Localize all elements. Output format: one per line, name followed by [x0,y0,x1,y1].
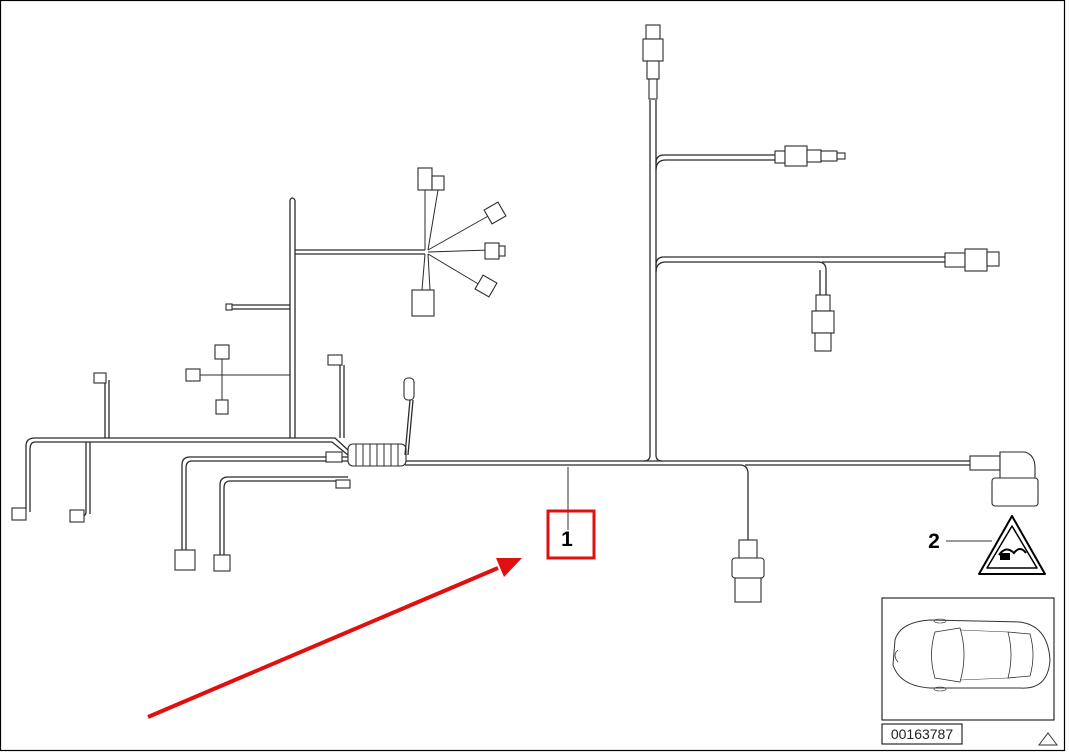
callout-1-highlight-box [546,509,596,560]
callout-1-label: 1 [561,528,573,551]
red-arrow-icon [147,558,522,719]
corrugated-sleeve [347,443,407,467]
connectors [11,24,1039,603]
main-harness-trunk [405,100,970,540]
warning-triangle-icon [978,515,1046,575]
callout-1: 1 [546,467,596,560]
reference-number-box: 00163787 [881,723,963,745]
left-harness [25,197,425,555]
corner-triangle-icon [1038,732,1058,746]
callout-2: 2 [928,530,992,553]
upper-left-fan-cluster [421,189,491,291]
reference-number: 00163787 [891,726,954,742]
callout-2-label: 2 [928,530,940,553]
car-outline-icon [892,618,1051,692]
car-thumbnail [881,597,1055,721]
